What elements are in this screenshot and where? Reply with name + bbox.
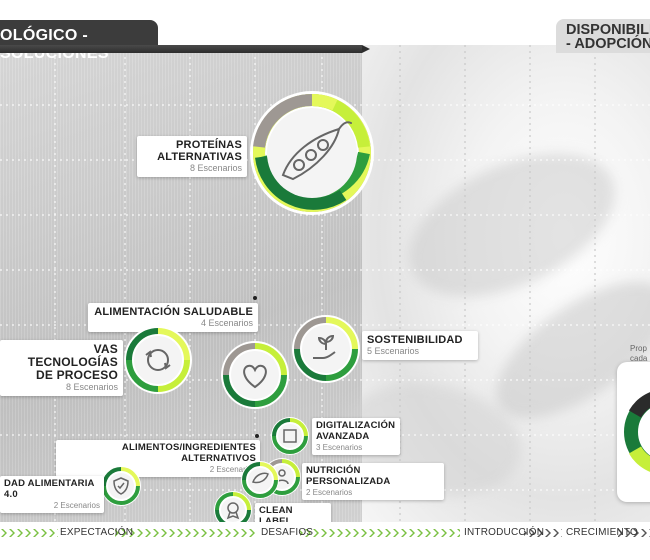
cluster-seguridad-scenarios: 2 Escenarios bbox=[53, 501, 100, 510]
timeline-bar: EXPECTACIÓN DESAFIOS INTRODUCCIÓN CRECIM… bbox=[0, 522, 650, 542]
side-panel-text-2: cada bbox=[630, 354, 648, 363]
timeline-chevrons bbox=[0, 528, 650, 538]
cluster-sostenibilidad-title: SOSTENIBILIDAD bbox=[367, 334, 463, 346]
cluster-nutricion-label[interactable]: NUTRICIÓN PERSONALIZADA 2 Escenarios bbox=[302, 463, 444, 500]
cluster-alimentacion-circle[interactable] bbox=[220, 340, 290, 410]
availability-title-line2: - ADOPCIÓN M bbox=[566, 36, 650, 52]
fabric-background bbox=[333, 45, 650, 522]
shield-check-icon bbox=[113, 477, 129, 495]
marker-dot bbox=[253, 296, 257, 300]
cluster-proteinas-scenarios: 8 Escenarios bbox=[189, 163, 242, 173]
cluster-tecnologias-scenarios: 8 Escenarios bbox=[65, 382, 118, 392]
cluster-sostenibilidad-label[interactable]: SOSTENIBILIDAD 5 Escenarios bbox=[362, 331, 478, 360]
cluster-cleanlabel-title: CLEAN LABEL bbox=[259, 505, 293, 527]
cluster-tecnologias-circle[interactable] bbox=[123, 325, 193, 395]
cluster-proteinas-label[interactable]: PROTEÍNAS ALTERNATIVAS 8 Escenarios bbox=[137, 136, 247, 177]
cluster-digitalizacion-label[interactable]: DIGITALIZACIÓN AVANZADA 3 Escenarios bbox=[312, 418, 400, 455]
cluster-digitalizacion-title-1: DIGITALIZACIÓN bbox=[316, 420, 396, 431]
cluster-alimentacion-title: ALIMENTACIÓN SALUDABLE bbox=[94, 306, 253, 318]
cluster-nutricion-title: NUTRICIÓN PERSONALIZADA bbox=[306, 465, 391, 487]
cluster-sostenibilidad-circle[interactable] bbox=[291, 314, 361, 384]
digital-chip-icon bbox=[283, 429, 297, 443]
cluster-sostenibilidad-scenarios: 5 Escenarios bbox=[367, 346, 420, 356]
cluster-ingredientes-circle[interactable] bbox=[240, 460, 280, 500]
side-panel-card: CRECIMIENTO bbox=[617, 362, 650, 502]
cluster-tecnologias-title-2: DE PROCESO bbox=[35, 368, 118, 382]
timeline-stage-introduccion: INTRODUCCIÓN bbox=[464, 527, 545, 538]
availability-title-tab: DISPONIBILID - ADOPCIÓN M bbox=[556, 19, 650, 53]
cluster-ingredientes-scenarios: 2 Escenarios bbox=[209, 465, 256, 474]
cluster-seguridad-title: DAD ALIMENTARIA 4.0 bbox=[4, 478, 95, 500]
availability-title-line1: DISPONIBILID bbox=[566, 22, 650, 38]
cluster-proteinas-circle[interactable] bbox=[243, 87, 381, 219]
cluster-proteinas-title-2: ALTERNATIVAS bbox=[157, 151, 242, 163]
hand-plant-icon bbox=[313, 334, 336, 359]
peas-icon bbox=[281, 121, 352, 181]
section-title-bar bbox=[0, 45, 370, 53]
cluster-tecnologias-label[interactable]: VAS TECNOLOGÍAS DE PROCESO 8 Escenarios bbox=[0, 340, 123, 396]
timeline-stage-expectacion: EXPECTACIÓN bbox=[60, 527, 134, 538]
timeline-stage-crecimiento: CRECIMIENTO bbox=[566, 527, 639, 538]
cluster-nutricion-scenarios: 2 Escenarios bbox=[306, 488, 353, 497]
leaf-bowl-icon bbox=[252, 472, 269, 484]
cluster-proteinas-title-1: PROTEÍNAS bbox=[176, 139, 242, 151]
cluster-digitalizacion-circle[interactable] bbox=[270, 416, 310, 456]
cluster-cleanlabel-circle[interactable] bbox=[213, 490, 253, 530]
side-panel-text-1: Prop bbox=[630, 344, 647, 353]
cluster-digitalizacion-title-2: AVANZADA bbox=[316, 431, 370, 442]
cluster-alimentacion-label[interactable]: ALIMENTACIÓN SALUDABLE 4 Escenarios bbox=[88, 303, 258, 332]
marker-dot bbox=[255, 434, 259, 438]
timeline-stage-desafios: DESAFIOS bbox=[261, 527, 314, 538]
cluster-seguridad-circle[interactable] bbox=[100, 465, 142, 507]
cluster-alimentacion-scenarios: 4 Escenarios bbox=[200, 318, 253, 328]
side-panel-badge bbox=[624, 392, 650, 472]
recycle-gear-icon bbox=[145, 349, 171, 371]
heart-icon bbox=[243, 364, 267, 389]
cluster-ingredientes-title: ALIMENTOS/INGREDIENTES ALTERNATIVOS bbox=[121, 442, 256, 464]
label-badge-icon bbox=[226, 502, 240, 520]
cluster-ingredientes-label[interactable]: ALIMENTOS/INGREDIENTES ALTERNATIVOS 2 Es… bbox=[56, 440, 260, 477]
cluster-seguridad-label[interactable]: DAD ALIMENTARIA 4.0 2 Escenarios bbox=[0, 476, 104, 513]
cluster-tecnologias-title-1: VAS TECNOLOGÍAS bbox=[27, 342, 118, 369]
cluster-digitalizacion-scenarios: 3 Escenarios bbox=[316, 443, 363, 452]
